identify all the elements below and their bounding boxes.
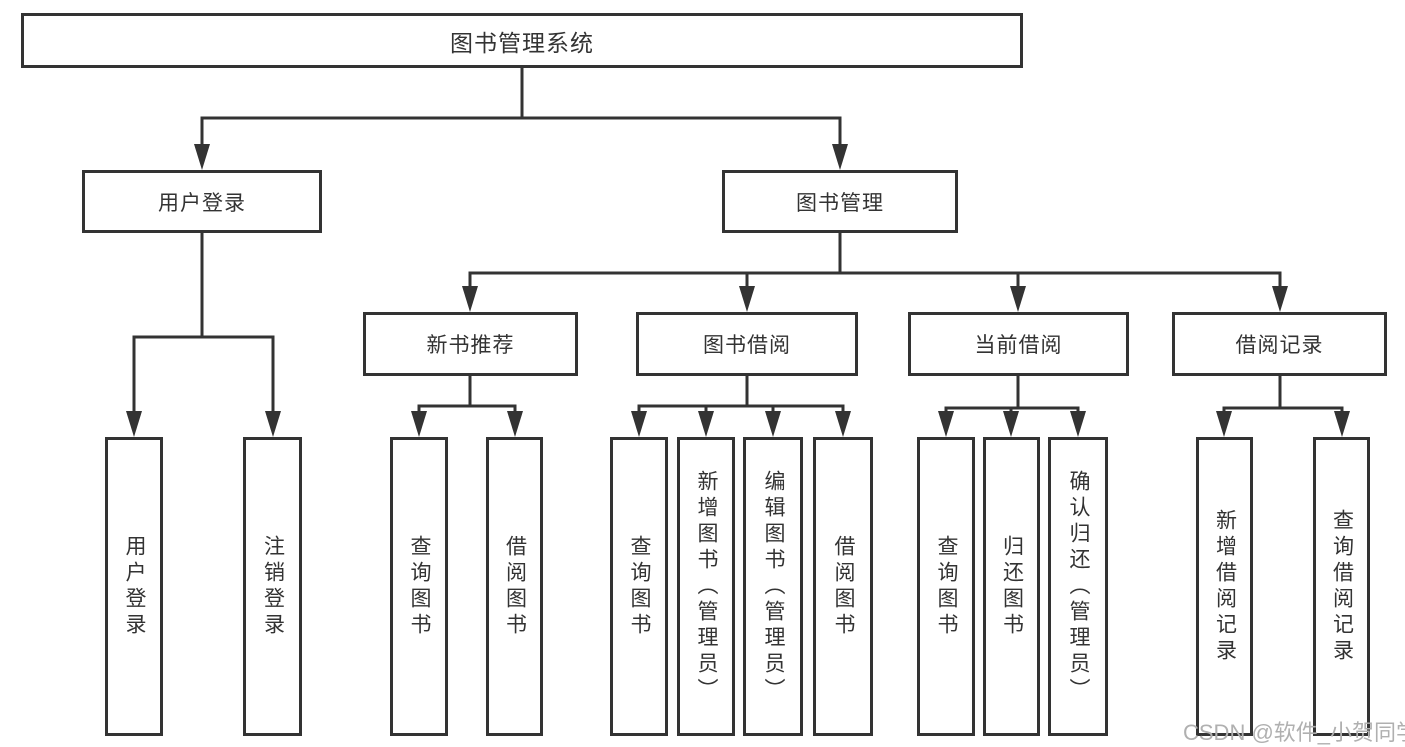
node-label: 确认归还（管理员） [1067,469,1091,704]
node-label: 当前借阅 [974,334,1063,357]
leaf-logout: 注销登录 [243,437,302,736]
node-library-management-system: 图书管理系统 [21,13,1023,68]
node-label: 查询借阅记录 [1330,508,1354,665]
node-label: 查询图书 [935,534,959,639]
leaf-query-books: 查询图书 [610,437,668,736]
node-label: 新书推荐 [426,334,515,357]
leaf-edit-books-admin: 编辑图书（管理员） [743,437,803,736]
node-label: 图书借阅 [703,334,791,357]
leaf-query-borrow-record: 查询借阅记录 [1313,437,1370,736]
node-label: 图书管理 [796,191,884,215]
node-label: 用户登录 [158,191,246,215]
csdn-watermark: CSDN @软件_小贺同学 [1183,720,1405,745]
node-new-book-recommendation: 新书推荐 [363,312,578,376]
node-label: 新增借阅记录 [1213,508,1237,665]
leaf-add-borrow-record: 新增借阅记录 [1196,437,1253,736]
leaf-confirm-return-admin: 确认归还（管理员） [1048,437,1108,736]
node-current-borrowing: 当前借阅 [908,312,1129,376]
node-label: 归还图书 [1000,534,1024,639]
node-label: 注销登录 [261,534,285,639]
leaf-borrow-books: 借阅图书 [813,437,873,736]
node-label: 编辑图书（管理员） [762,469,786,704]
leaf-borrow-books: 借阅图书 [486,437,543,736]
leaf-query-books: 查询图书 [390,437,448,736]
node-label: 查询图书 [408,534,432,639]
leaf-user-login: 用户登录 [105,437,163,736]
node-label: 图书管理系统 [450,29,594,56]
node-book-management: 图书管理 [722,170,958,233]
node-label: 借阅图书 [832,534,856,639]
node-label: 借阅记录 [1235,334,1324,357]
node-label: 新增图书（管理员） [695,469,719,704]
node-label: 用户登录 [123,534,147,639]
node-label: 借阅图书 [503,534,527,639]
node-book-borrowing: 图书借阅 [636,312,858,376]
leaf-return-books: 归还图书 [983,437,1040,736]
arrowheads [126,144,1350,437]
leaf-query-books: 查询图书 [917,437,975,736]
node-borrowing-records: 借阅记录 [1172,312,1387,376]
leaf-add-books-admin: 新增图书（管理员） [677,437,735,736]
node-user-login: 用户登录 [82,170,322,233]
node-label: 查询图书 [628,534,652,639]
